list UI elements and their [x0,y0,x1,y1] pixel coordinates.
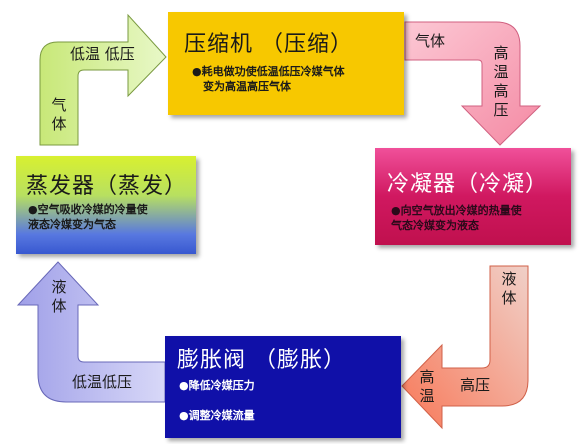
evaporator-box: 蒸发器（蒸发） ●空气吸收冷媒的冷量使 液态冷媒变为气态 [16,156,196,254]
compressor-desc-line1: ●耗电做功使低温低压冷媒气体 [192,65,345,78]
condenser-box: 冷凝器（冷凝） ●向空气放出冷媒的热量使 气态冷媒变为液态 [375,148,571,245]
expansion-valve-box: 膨胀阀 （膨胀） ●降低冷媒压力 ●调整冷媒流量 [165,336,401,438]
condenser-desc-line2: 气态冷媒变为液态 [391,219,479,232]
label-high-pressure: 高压 [460,376,491,394]
compressor-title: 压缩机 （压缩） [184,32,353,57]
condenser-desc-line1: ●向空气放出冷媒的热量使 [391,204,522,217]
arrow-evaporator-to-compressor [39,13,167,146]
valve-desc-2: ●调整冷媒流量 [179,409,255,422]
arrow-valve-to-evaporator [16,261,166,403]
condenser-title: 冷凝器（冷凝） [387,172,549,197]
evaporator-desc: ●空气吸收冷媒的冷量使 液态冷媒变为气态 [28,202,148,232]
evaporator-desc-line2: 液态冷媒变为气态 [28,218,116,231]
evaporator-desc-line1: ●空气吸收冷媒的冷量使 [28,203,148,216]
label-high-temp-bottom: 高温 [419,368,435,405]
label-low-temp-low-pressure-top: 低温 低压 [70,45,135,63]
evaporator-title: 蒸发器（蒸发） [26,174,188,199]
compressor-box: 压缩机 （压缩） ●耗电做功使低温低压冷媒气体 变为高温高压气体 [168,12,404,115]
condenser-desc: ●向空气放出冷媒的热量使 气态冷媒变为液态 [391,203,522,233]
arrow-compressor-to-condenser [404,21,542,146]
label-liquid-bottom-right: 液体 [501,270,517,307]
label-gas-top-left: 气体 [51,96,67,133]
valve-desc-1: ●降低冷媒压力 [179,379,255,392]
compressor-desc: ●耗电做功使低温低压冷媒气体 变为高温高压气体 [192,64,345,94]
compressor-desc-line2: 变为高温高压气体 [203,80,291,93]
label-high-temp-high-pressure: 高温高压 [493,44,509,119]
label-liquid-bottom-left: 液体 [51,278,67,315]
label-gas-top-right: 气体 [415,32,446,50]
valve-title: 膨胀阀 （膨胀） [177,348,346,373]
label-low-temp-low-pressure-bottom: 低温低压 [72,373,133,391]
arrow-condenser-to-valve [401,265,529,430]
